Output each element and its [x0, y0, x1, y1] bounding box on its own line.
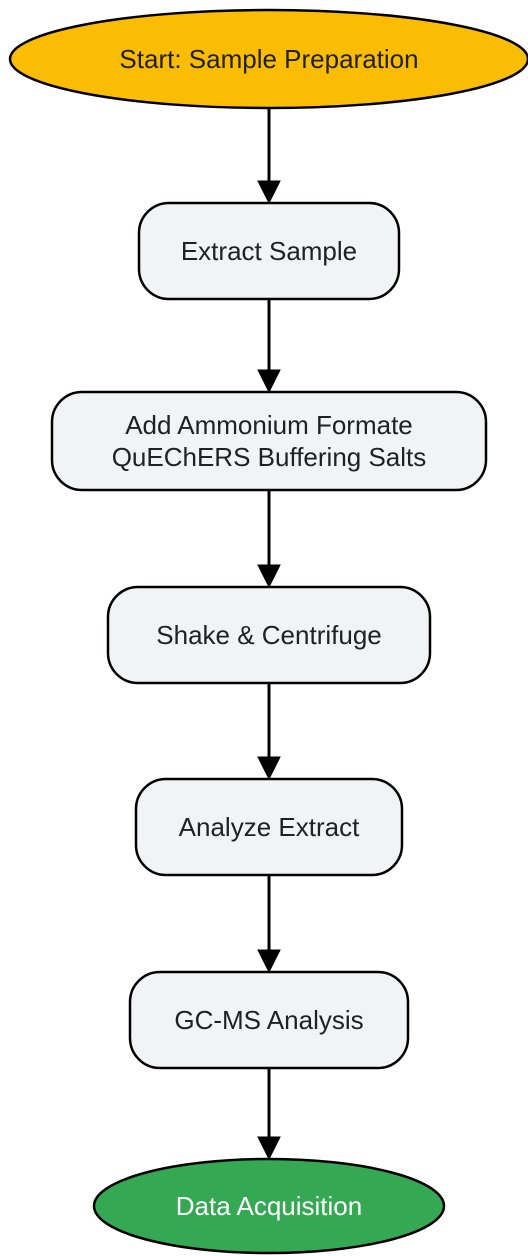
node-gcms: GC-MS Analysis	[128, 970, 410, 1070]
edge-analyze-to-gcms	[257, 875, 281, 974]
node-shape-ellipse	[8, 8, 528, 110]
arrowhead-icon	[257, 564, 281, 589]
node-shape-box	[134, 777, 404, 877]
node-shape-box	[137, 201, 401, 301]
node-analyze: Analyze Extract	[134, 777, 404, 877]
node-label: Add Ammonium Formate	[125, 410, 413, 440]
node-label: Analyze Extract	[179, 812, 360, 842]
node-shape-box	[128, 970, 410, 1070]
edge-start-to-extract	[257, 108, 281, 205]
node-label: QuEChERS Buffering Salts	[112, 442, 427, 472]
arrowhead-icon	[257, 369, 281, 394]
edge-gcms-to-end	[257, 1068, 281, 1161]
node-label: Extract Sample	[181, 236, 357, 266]
edge-shake-to-analyze	[257, 683, 281, 781]
arrowhead-icon	[257, 180, 281, 205]
edge-extract-to-salts	[257, 299, 281, 394]
node-shape-box	[50, 390, 488, 492]
node-shape-box	[106, 585, 432, 685]
node-extract: Extract Sample	[137, 201, 401, 301]
node-label: Shake & Centrifuge	[156, 620, 381, 650]
node-shape-ellipse	[92, 1157, 446, 1255]
edges-layer	[257, 108, 281, 1161]
arrowhead-icon	[257, 949, 281, 974]
node-label: Data Acquisition	[176, 1191, 362, 1221]
node-label: GC-MS Analysis	[174, 1005, 363, 1035]
node-label: Start: Sample Preparation	[119, 44, 418, 74]
edge-salts-to-shake	[257, 490, 281, 589]
node-end: Data Acquisition	[92, 1157, 446, 1255]
arrowhead-icon	[257, 1136, 281, 1161]
node-shake: Shake & Centrifuge	[106, 585, 432, 685]
node-start: Start: Sample Preparation	[8, 8, 528, 110]
arrowhead-icon	[257, 756, 281, 781]
